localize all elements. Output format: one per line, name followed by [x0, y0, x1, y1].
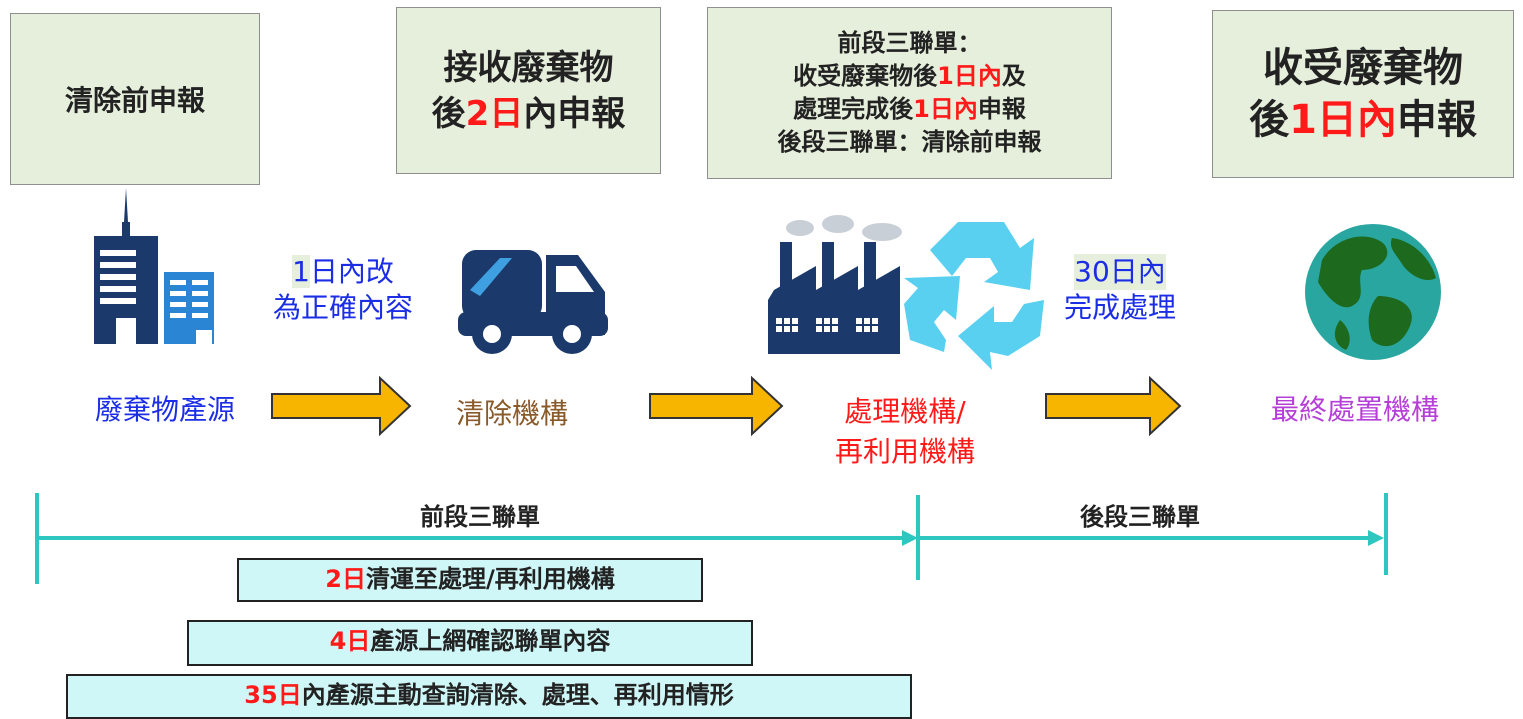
processor-label: 處理機構/ 再利用機構 [800, 392, 1010, 472]
correction-note-num: 1 [292, 255, 310, 288]
source-report-text: 清除前申報 [64, 84, 205, 117]
deadline-bar-4days: 4日產源上網確認聯單內容 [187, 620, 753, 666]
final-disposal-label: 最終處置機構 [1270, 393, 1439, 426]
process-report-line3-days: 1日內 [913, 95, 978, 123]
flow-arrow-1 [271, 375, 412, 437]
factory-icon [768, 215, 902, 354]
correction-note-line2: 為正確內容 [272, 291, 413, 324]
final-report-box: 收受廢棄物 後1日內申報 [1212, 10, 1514, 178]
correction-note-line1: 日內改 [309, 255, 394, 288]
processor-label-line2: 再利用機構 [834, 435, 975, 468]
flow-arrow-3 [1045, 375, 1182, 437]
process-report-line3-pre: 處理完成後 [793, 95, 914, 123]
transport-report-after: 後 [431, 93, 466, 134]
front-segment-title: 前段三聯單 [420, 503, 540, 531]
process-report-line2-post: 及 [1001, 62, 1026, 90]
processing-note-line1: 30日內 [1074, 254, 1166, 290]
source-report-box: 清除前申報 [10, 13, 260, 185]
transport-report-days: 2日 [465, 93, 524, 134]
deadline-bar-4days-text: 產源上網確認聯單內容 [370, 627, 611, 655]
transport-report-suffix: 內申報 [523, 93, 626, 134]
process-report-line2-pre: 收受廢棄物後 [793, 62, 938, 90]
truck-icon [458, 250, 608, 354]
deadline-bar-2days: 2日清運至處理/再利用機構 [237, 558, 703, 602]
source-label: 廢棄物產源 [94, 393, 235, 426]
flow-arrow-2 [649, 375, 784, 437]
deadline-bar-4days-num: 4日 [329, 627, 371, 655]
deadline-bar-35days: 35日內產源主動查詢清除、處理、再利用情形 [66, 674, 912, 719]
transport-report-line1: 接收廢棄物 [443, 47, 614, 88]
timeline [35, 493, 1388, 584]
final-report-after: 後 [1249, 97, 1290, 143]
final-report-days: 1日內 [1289, 97, 1397, 143]
final-report-suffix: 申報 [1396, 97, 1477, 143]
process-report-line1: 前段三聯單： [837, 29, 982, 57]
deadline-bar-2days-text: 清運至處理/再利用機構 [365, 565, 615, 593]
deadline-bar-35days-text: 內產源主動查詢清除、處理、再利用情形 [301, 681, 734, 709]
deadline-bar-35days-num: 35日 [244, 681, 302, 709]
process-report-box: 前段三聯單： 收受廢棄物後1日內及 處理完成後1日內申報 後段三聯單：清除前申報 [707, 7, 1112, 179]
recycle-icon [904, 222, 1044, 370]
processing-note: 30日內 完成處理 [1040, 254, 1200, 326]
processing-note-line2: 完成處理 [1063, 291, 1176, 324]
deadline-bar-2days-num: 2日 [325, 565, 366, 593]
globe-icon [1305, 224, 1441, 360]
back-segment-title: 後段三聯單 [1080, 503, 1200, 531]
process-report-line3-post: 申報 [977, 95, 1026, 123]
process-report-line2-days: 1日內 [937, 62, 1002, 90]
final-report-line1: 收受廢棄物 [1263, 45, 1463, 91]
transport-report-box: 接收廢棄物 後2日內申報 [396, 7, 661, 174]
processor-label-line1: 處理機構/ [844, 395, 966, 428]
building-icon [94, 188, 214, 346]
transporter-label: 清除機構 [455, 397, 568, 430]
process-report-line4: 後段三聯單：清除前申報 [777, 128, 1042, 156]
correction-note: 1日內改 為正確內容 [238, 254, 448, 326]
